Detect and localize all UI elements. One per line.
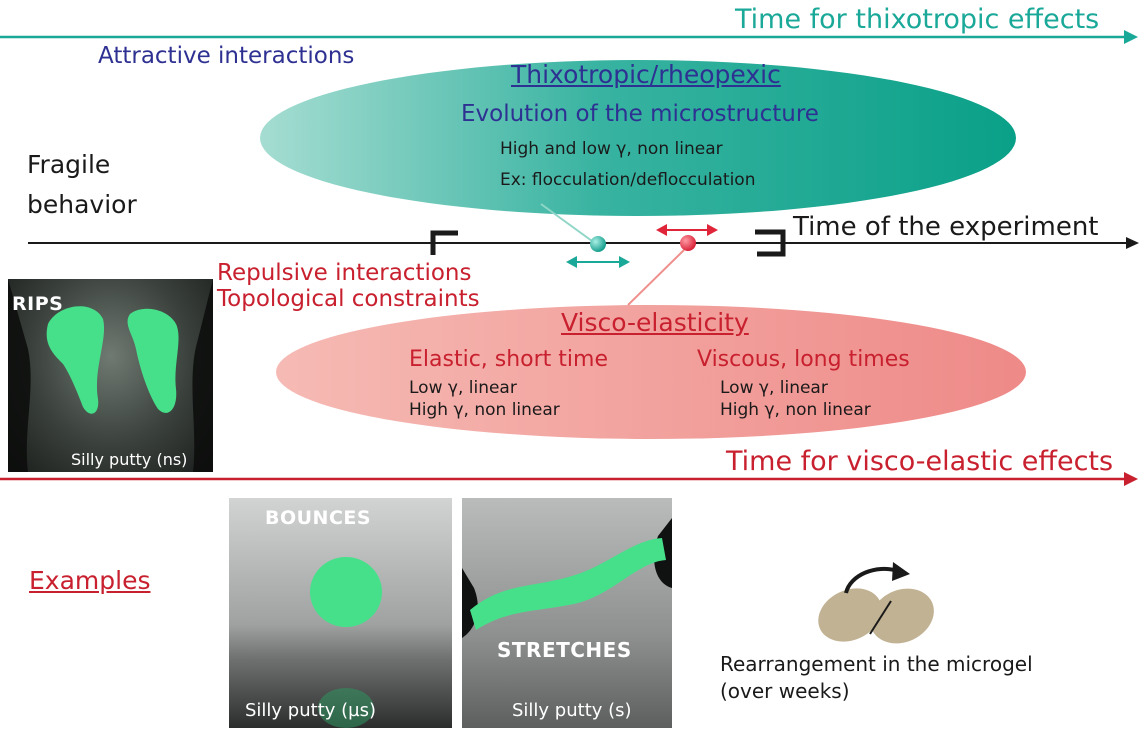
repulsive-interactions-label: Repulsive interactions (217, 260, 472, 286)
left-bracket-icon (430, 230, 458, 255)
viscous-line1: Low γ, linear (720, 378, 828, 398)
rips-caption: Silly putty (ns) (71, 450, 188, 469)
thixotropic-time-label: Time for thixotropic effects (735, 4, 1100, 35)
topological-constraints-label: Topological constraints (217, 286, 480, 312)
teal-dot-marker (590, 236, 606, 252)
experiment-time-axis (28, 237, 1139, 249)
stretches-putty-shape (462, 518, 672, 638)
thixotropic-ellipse (260, 60, 1016, 216)
viscoelastic-ellipse (276, 305, 1026, 439)
bounces-photo: BOUNCES Silly putty (µs) (229, 498, 452, 728)
curved-arrow-icon (844, 562, 910, 594)
elastic-line2: High γ, non linear (409, 400, 560, 420)
stretches-photo: STRETCHES Silly putty (s) (462, 498, 672, 728)
viscoelastic-time-arrow (0, 472, 1138, 486)
stretches-overlay-label: STRETCHES (497, 638, 632, 662)
thixotropic-subtitle: Evolution of the microstructure (461, 101, 819, 127)
red-dot-marker (680, 235, 696, 251)
experiment-time-label: Time of the experiment (793, 212, 1099, 242)
microgel-line2: (over weeks) (720, 679, 850, 703)
teal-connector-line (540, 203, 593, 242)
microgel-illustration (818, 588, 934, 644)
microgel-line1: Rearrangement in the microgel (720, 652, 1033, 676)
viscous-line2: High γ, non linear (720, 400, 871, 420)
stretches-caption: Silly putty (s) (512, 700, 632, 721)
rips-photo: RIPS Silly putty (ns) (8, 279, 213, 472)
right-bracket-icon (755, 229, 786, 257)
fragile-label-line2: behavior (27, 190, 137, 219)
viscoelastic-time-label: Time for visco-elastic effects (726, 446, 1114, 477)
rips-overlay-label: RIPS (12, 293, 64, 315)
red-double-arrow-icon (656, 224, 718, 236)
thixotropic-time-arrow (0, 30, 1138, 44)
fragile-label-line1: Fragile (27, 150, 111, 179)
bounces-overlay-label: BOUNCES (265, 507, 372, 529)
viscoelastic-title: Visco-elasticity (561, 308, 749, 337)
thixotropic-title: Thixotropic/rheopexic (511, 60, 781, 89)
red-connector-line (627, 249, 685, 306)
examples-label: Examples (29, 566, 151, 595)
elastic-line1: Low γ, linear (409, 378, 517, 398)
teal-double-arrow-icon (566, 256, 630, 268)
attractive-interactions-label: Attractive interactions (98, 43, 355, 69)
thixotropic-line1: High and low γ, non linear (500, 139, 723, 159)
bounces-caption: Silly putty (µs) (245, 700, 377, 721)
elastic-heading: Elastic, short time (409, 347, 609, 372)
viscous-heading: Viscous, long times (697, 347, 910, 372)
bounces-putty-shape (310, 557, 382, 728)
rips-putty-shape (8, 279, 213, 472)
thixotropic-line2: Ex: flocculation/deflocculation (500, 170, 756, 190)
